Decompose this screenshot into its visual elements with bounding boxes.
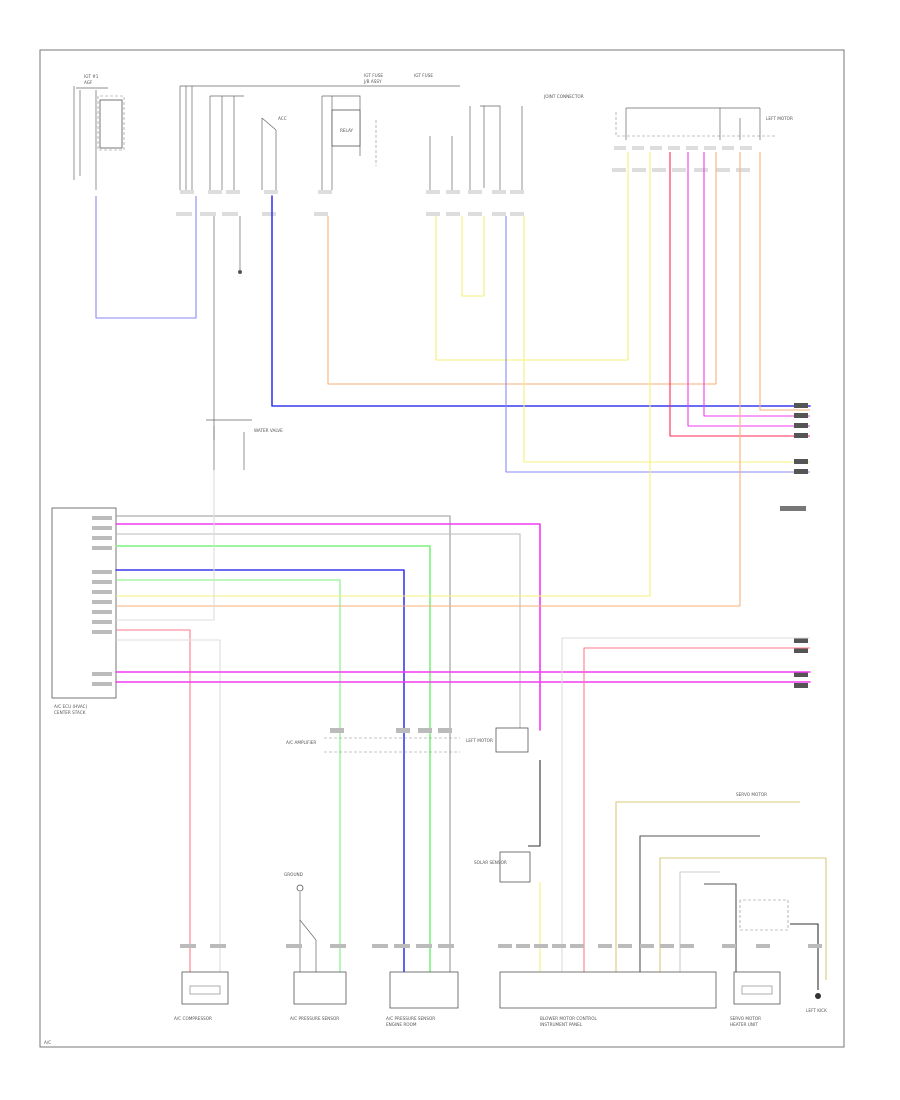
bottom-pin-row xyxy=(180,944,822,948)
relay-label: RELAY xyxy=(340,128,354,133)
servo-top-label: SERVO MOTOR xyxy=(736,792,767,797)
tg-relay-label: LEFT MOTOR xyxy=(766,116,793,121)
wire-magenta-ecu xyxy=(115,523,541,731)
tg-relay-sub-label: LEFT MOTOR xyxy=(466,738,493,743)
left-fuse-label: IGT #1 xyxy=(84,74,99,79)
wire-black-ground xyxy=(790,923,819,990)
footer-label: A/C xyxy=(44,1040,51,1045)
amp-pin-d xyxy=(438,728,452,733)
main-ecu-sub-label: CENTER STACK xyxy=(54,710,86,715)
servo-box xyxy=(733,971,781,1005)
wire-magenta-b xyxy=(703,152,810,417)
left-fuse-box xyxy=(99,99,123,149)
wire-lightgray-down xyxy=(116,639,221,980)
compressor-label: A/C COMPRESSOR xyxy=(174,1016,212,1021)
wire-blue-right xyxy=(505,216,810,473)
wire-lightgray-ecu xyxy=(116,533,521,730)
compressor-inner xyxy=(189,985,221,995)
top-fuse-a-label: IGT FUSE xyxy=(364,73,383,78)
wire-tan-a xyxy=(615,801,800,980)
left-fuse-sub-label: AGF xyxy=(84,80,93,85)
ground-symbol xyxy=(815,993,821,999)
main-ecu-label: A/C ECU (HVAC) xyxy=(54,704,88,709)
pressure-label: A/C PRESSURE SENSOR xyxy=(290,1016,339,1021)
wire-red-top xyxy=(669,152,810,437)
wire-lightgray-c xyxy=(679,871,720,980)
sensor-label: GROUND xyxy=(284,872,303,877)
wire-lightgray-right xyxy=(561,637,810,980)
right-connector-tags xyxy=(780,403,808,688)
top-fuse-b-label: IGT FUSE xyxy=(414,73,433,78)
wire-yellow-small xyxy=(461,216,485,297)
top-fuse-sub-label: J/B ASSY xyxy=(363,79,382,84)
solar-sensor-box xyxy=(499,851,531,883)
sensor-node xyxy=(296,884,304,892)
ground-label: LEFT KICK xyxy=(806,1008,827,1013)
diagram-frame xyxy=(39,49,845,1048)
pressure-switch-box xyxy=(293,971,347,1005)
wire-yellow-loop xyxy=(435,152,629,361)
wire-gray-ecu-1 xyxy=(116,515,451,980)
wire-pink-ecu xyxy=(116,629,191,980)
amp-pin-c xyxy=(418,728,432,733)
amp-pin-a xyxy=(330,728,344,733)
wire-gray-up xyxy=(116,470,215,621)
blower-control-box xyxy=(499,971,717,1009)
water-valve-label: WATER VALVE xyxy=(254,428,283,433)
pressure-sensor-label: A/C PRESSURE SENSOR xyxy=(386,1016,435,1021)
wire-black-c xyxy=(704,883,737,980)
wire-black-b xyxy=(639,835,760,980)
wire-yellow-right xyxy=(523,216,810,463)
amplifier-label: A/C AMPLIFIER xyxy=(286,740,316,745)
servo-label: SERVO MOTOR xyxy=(730,1016,761,1021)
servo-sub-label: HEATER UNIT xyxy=(730,1022,758,1027)
switch-label: ACC xyxy=(278,116,287,121)
pin-row-2 xyxy=(176,168,750,216)
servo-inner xyxy=(741,985,773,995)
wire-blue-left-loop xyxy=(95,196,197,319)
connector-j-label: JOINT CONNECTOR xyxy=(543,94,584,99)
pin-row-1 xyxy=(180,146,752,194)
tg-relay-box xyxy=(495,727,529,753)
wire-blue-main xyxy=(271,195,811,407)
wire-magenta-a xyxy=(687,152,810,427)
top-supply-lines xyxy=(73,85,776,470)
wire-pink-right xyxy=(583,647,810,980)
pressure-sensor-sub-label: ENGINE ROOM xyxy=(386,1022,417,1027)
wire-green-ecu xyxy=(115,545,431,981)
main-ecu-pins xyxy=(92,516,112,686)
wire-orange-top xyxy=(327,152,717,385)
blower-sub-label: INSTRUMENT PANEL xyxy=(540,1022,583,1027)
wire-tan-b xyxy=(659,857,826,980)
amp-pin-b xyxy=(396,728,410,733)
relay-box xyxy=(331,109,361,147)
top-labels: IGT FUSE IGT FUSE J/B ASSY IGT #1 AGF RE… xyxy=(84,73,793,433)
solar-label: SOLAR SENSOR xyxy=(474,860,507,865)
wire-orange-right xyxy=(759,152,810,411)
blower-label: BLOWER MOTOR CONTROL xyxy=(540,1016,597,1021)
compressor-box xyxy=(181,971,229,1005)
pressure-sensor-box xyxy=(389,971,459,1009)
wire-green-ecu-2 xyxy=(116,579,341,980)
wire-blue-ecu xyxy=(115,569,405,981)
wire-black-small xyxy=(528,760,541,847)
